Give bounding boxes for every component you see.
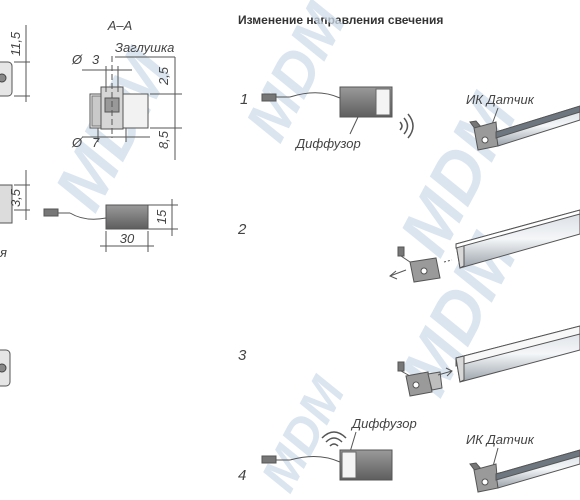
page-title: Изменение направления свечения (238, 13, 444, 27)
section-view (82, 56, 182, 160)
diameter-symbol: Ø (71, 52, 83, 67)
dimension-2-5: 2,5 (156, 66, 171, 86)
sensor-side-view (43, 199, 178, 252)
dimension-11-5: 11,5 (8, 31, 23, 56)
step4-sensor-unit (261, 449, 393, 481)
step-number-4: 4 (238, 467, 246, 484)
step2-sensor (397, 246, 453, 283)
step4-profile (469, 449, 580, 493)
diffuser-label-bottom: Диффузор (350, 416, 417, 431)
left-partial-views (0, 25, 30, 387)
dimension-3: 3 (92, 52, 100, 67)
step2-profile (455, 209, 580, 269)
step4-diffuser-leader (349, 431, 357, 453)
step2-arrow-left (389, 269, 407, 280)
ir-sensor-label-top: ИК Датчик (466, 92, 535, 107)
step1-signal-waves (399, 113, 414, 139)
step3-profile (455, 325, 580, 383)
step-number-2: 2 (237, 221, 247, 238)
watermark-text: MDM (232, 0, 359, 151)
dimension-15: 15 (154, 209, 169, 224)
step1-profile (469, 105, 580, 151)
dimension-8-5: 8,5 (156, 130, 171, 149)
left-cut-label: я (0, 245, 7, 260)
step4-signal-waves (321, 431, 347, 447)
step3-sensor (397, 361, 443, 397)
diffuser-label-top: Диффузор (294, 136, 361, 151)
dimension-30: 30 (120, 231, 135, 246)
plug-label: Заглушка (115, 40, 174, 55)
step-number-1: 1 (240, 91, 248, 108)
step1-sensor-unit (261, 86, 393, 118)
ir-sensor-label-bottom: ИК Датчик (466, 432, 535, 447)
step3-arrow-right (437, 367, 453, 377)
dimension-7: 7 (92, 135, 100, 150)
diameter-symbol: Ø (71, 135, 83, 150)
dimension-3-5: 3,5 (8, 188, 23, 207)
step1-diffuser-leader (349, 116, 359, 135)
section-label: A–A (107, 18, 133, 33)
step-number-3: 3 (238, 347, 247, 364)
